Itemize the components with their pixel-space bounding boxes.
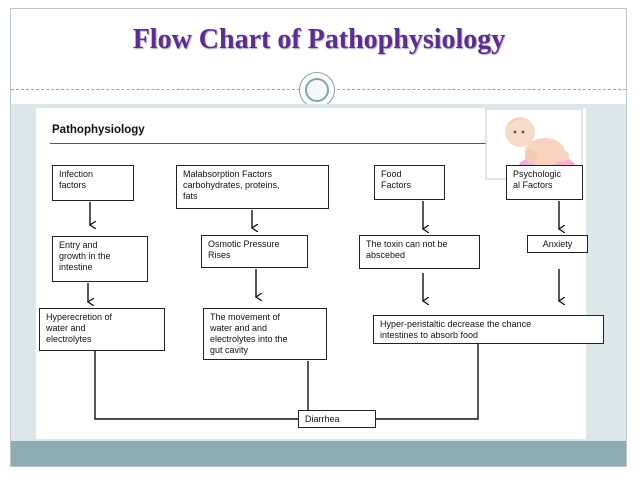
- infection-factors-box: Infection factors: [52, 165, 134, 201]
- flow-connectors: [36, 201, 586, 420]
- toxin-box: The toxin can not be abscebed: [359, 235, 480, 269]
- circle-ornament-icon: [299, 72, 335, 108]
- pathophysiology-diagram: Pathophysiology: [36, 108, 604, 439]
- hyper-peristaltic-box: Hyper-peristaltic decrease the chance in…: [373, 315, 604, 344]
- hypersecretion-box: Hyperecretion of water and electrolytes: [39, 308, 165, 351]
- footer-band: [11, 441, 626, 466]
- entry-growth-box: Entry and growth in the intestine: [52, 236, 148, 282]
- heading-rule: [50, 143, 574, 144]
- diagram-heading: Pathophysiology: [52, 124, 145, 136]
- malabsorption-factors-box: Malabsorption Factors carbohydrates, pro…: [176, 165, 329, 209]
- anxiety-box: Anxiety: [527, 235, 588, 253]
- circle-ornament-inner: [305, 78, 329, 102]
- diarrhea-box: Diarrhea: [298, 410, 376, 428]
- slide-title: Flow Chart of Pathophysiology: [132, 24, 506, 55]
- psychological-factors-box: Psychologic al Factors: [506, 165, 583, 200]
- slide-frame: [10, 8, 627, 467]
- food-factors-box: Food Factors: [374, 165, 445, 200]
- water-movement-box: The movement of water and and electrolyt…: [203, 308, 327, 360]
- osmotic-pressure-box: Osmotic Pressure Rises: [201, 235, 308, 268]
